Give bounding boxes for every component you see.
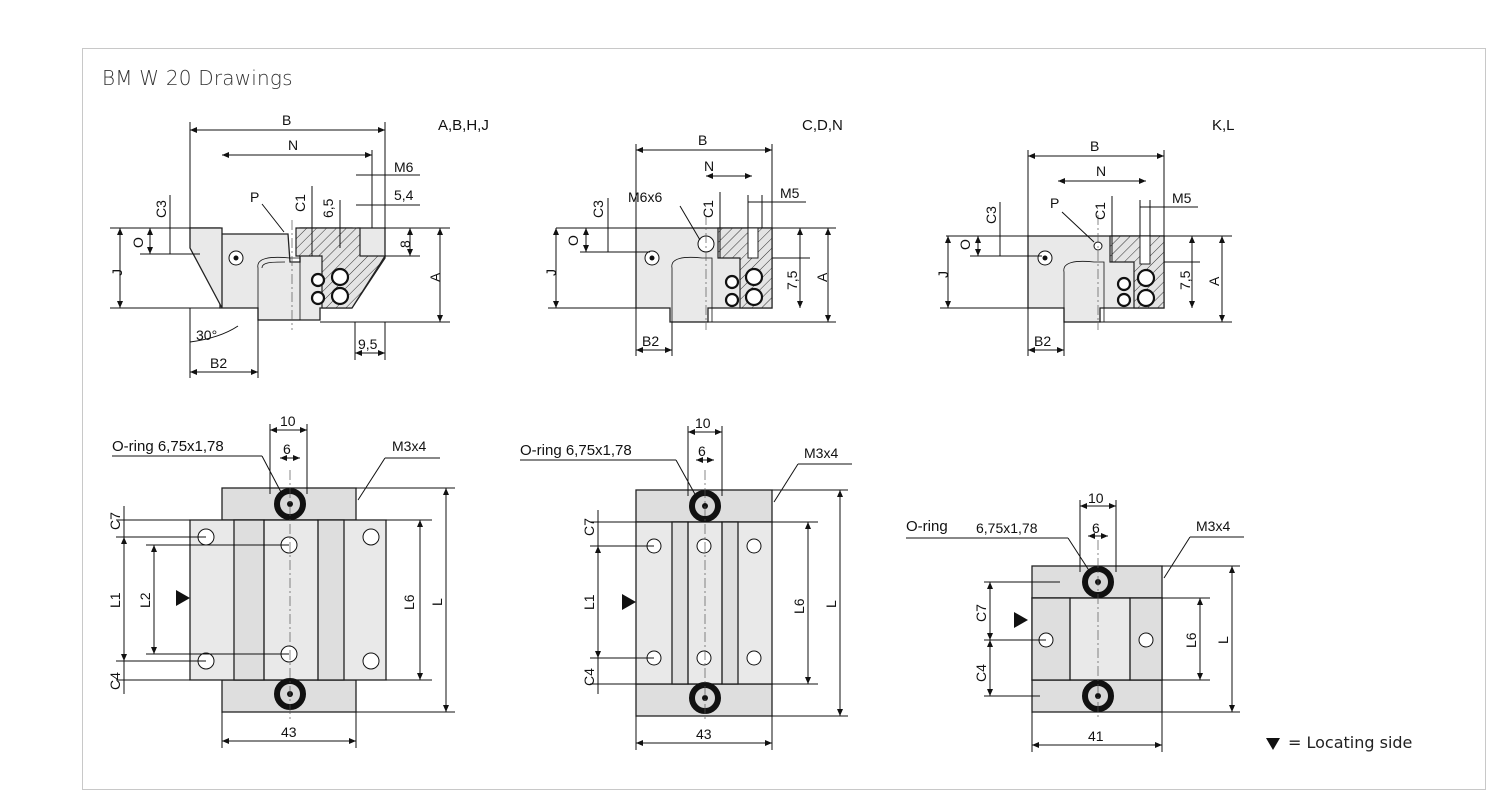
dim-J-3: J (935, 271, 951, 278)
dim-O-2: O (565, 235, 581, 246)
dim-N-3: N (1096, 163, 1106, 179)
dim-B-2: B (698, 132, 707, 148)
dim-C7-1: C7 (107, 512, 123, 530)
page-title: BM W 20 Drawings (102, 66, 293, 90)
dim-8: 8 (397, 240, 413, 248)
dim-C1-3: C1 (1092, 202, 1108, 220)
dim-A-1: A (427, 272, 443, 282)
oring-label-2: O-ring 6,75x1,78 (520, 442, 632, 459)
dim-C4-3: C4 (973, 664, 989, 682)
dim-M5-3: M5 (1172, 190, 1192, 206)
dim-width-3: 41 (1088, 728, 1104, 744)
dim-C4-1: C4 (107, 672, 123, 690)
dim-J-1: J (109, 269, 125, 276)
dim-9-5: 9,5 (358, 336, 378, 352)
dim-O-3: O (957, 239, 973, 250)
dim-C3-2: C3 (590, 200, 606, 218)
top-view-3: O-ring 6,75x1,78 10 6 M3x4 L L6 C7 C4 41 (906, 490, 1244, 752)
oring-label-3b: 6,75x1,78 (976, 520, 1038, 536)
dim-C1-2: C1 (700, 200, 716, 218)
dim-10-2: 10 (695, 415, 711, 431)
oring-label-1: O-ring 6,75x1,78 (112, 438, 224, 455)
screw-label-3: M3x4 (1196, 518, 1230, 534)
variant-label-3: K,L (1212, 117, 1235, 134)
legend-text: = Locating side (1288, 733, 1413, 752)
locating-side-icon (1266, 737, 1280, 750)
dim-L6-3: L6 (1183, 632, 1199, 648)
dim-A-2: A (814, 272, 830, 282)
dim-M6: M6 (394, 159, 414, 175)
dim-6-2: 6 (698, 443, 706, 459)
dim-C4-2: C4 (581, 668, 597, 686)
dim-C1-1: C1 (292, 194, 308, 212)
dim-B-3: B (1090, 138, 1099, 154)
end-view-1: B N M6 5,4 C3 P C1 6,5 O J 8 A B2 30° (109, 112, 489, 378)
top-view-1: O-ring 6,75x1,78 10 6 M3x4 L L6 C7 L1 L2… (107, 413, 455, 748)
dim-B2-2: B2 (642, 333, 659, 349)
dim-L-3: L (1215, 636, 1231, 644)
label-P-1: P (250, 189, 259, 205)
screw-label-2: M3x4 (804, 445, 838, 461)
dim-7-5-3: 7,5 (1177, 270, 1193, 290)
end-view-2: B N M5 C3 M6x6 C1 O J 7,5 A B2 C,D,N (543, 117, 843, 356)
screw-label-1: M3x4 (392, 438, 426, 454)
dim-10-1: 10 (280, 413, 296, 429)
dim-A-3: A (1206, 276, 1222, 286)
label-hole-2: M6x6 (628, 189, 662, 205)
label-P-3: P (1050, 195, 1059, 211)
dim-L2-1: L2 (137, 592, 153, 608)
variant-label-1: A,B,H,J (438, 117, 489, 134)
dim-7-5-2: 7,5 (784, 270, 800, 290)
technical-drawings: B N M6 5,4 C3 P C1 6,5 O J 8 A B2 30° (107, 112, 1244, 752)
dim-L-2: L (823, 600, 839, 608)
dim-B2-3: B2 (1034, 333, 1051, 349)
dim-C7-2: C7 (581, 518, 597, 536)
dim-C3-1: C3 (153, 200, 169, 218)
dim-L-1: L (429, 598, 445, 606)
dim-C7-3: C7 (973, 604, 989, 622)
dim-N-1: N (288, 137, 298, 153)
dim-L6-1: L6 (401, 594, 417, 610)
dim-L6-2: L6 (791, 598, 807, 614)
top-view-2: O-ring 6,75x1,78 10 6 M3x4 L L6 C7 L1 C4… (520, 415, 852, 750)
dim-O-1: O (130, 237, 146, 248)
end-view-3: B N M5 C3 P C1 O J 7,5 A B2 K,L (935, 117, 1235, 356)
dim-6-3: 6 (1092, 520, 1100, 536)
dim-6-5: 6,5 (320, 198, 336, 218)
dim-5-4: 5,4 (394, 187, 414, 203)
dim-J-2: J (543, 269, 559, 276)
dim-L1-2: L1 (581, 594, 597, 610)
oring-label-3a: O-ring (906, 518, 948, 535)
dim-M5-2: M5 (780, 185, 800, 201)
dim-6-1: 6 (283, 441, 291, 457)
dim-width-2: 43 (696, 726, 712, 742)
dim-B-1: B (282, 112, 291, 128)
variant-label-2: C,D,N (802, 117, 843, 134)
dim-10-3: 10 (1088, 490, 1104, 506)
dim-B2-1: B2 (210, 355, 227, 371)
dim-N-2: N (704, 158, 714, 174)
dim-C3-3: C3 (983, 206, 999, 224)
dim-angle-1: 30° (196, 327, 217, 343)
dim-width-1: 43 (281, 724, 297, 740)
dim-L1-1: L1 (107, 592, 123, 608)
legend: = Locating side (1266, 733, 1412, 752)
